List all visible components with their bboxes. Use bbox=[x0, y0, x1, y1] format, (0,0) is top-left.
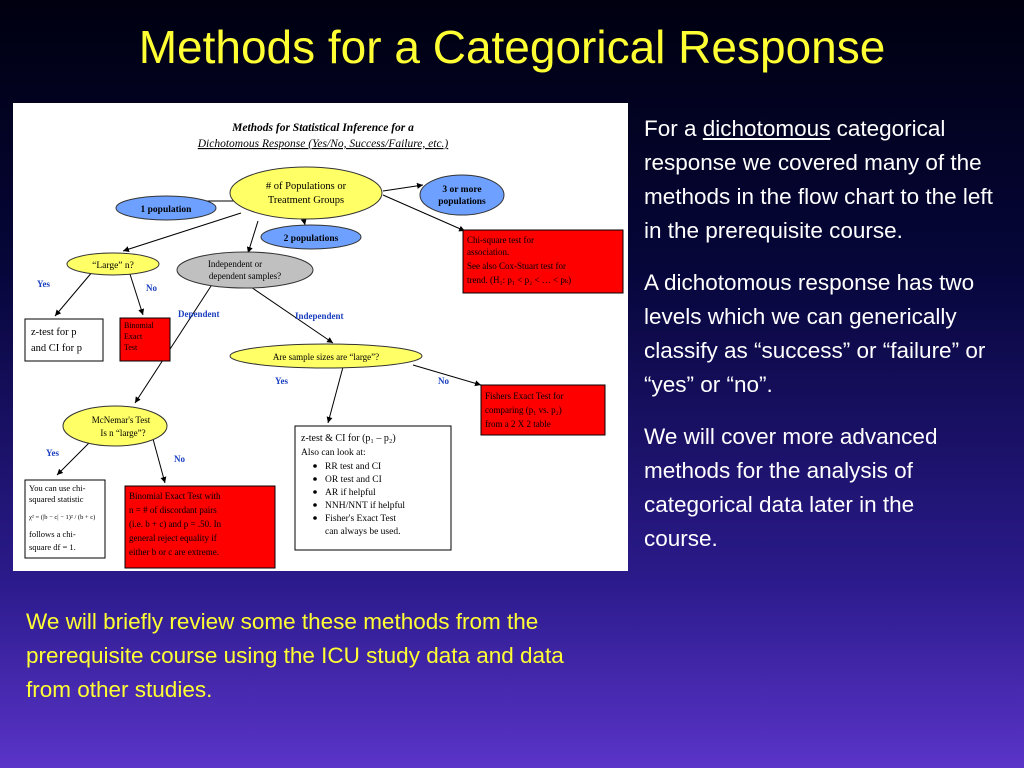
twosample-bullet bbox=[313, 503, 317, 507]
dichotomous-term: dichotomous bbox=[702, 116, 831, 141]
twosample-item: OR test and CI bbox=[325, 475, 382, 485]
chisq-line3: See also Cox-Stuart test for bbox=[467, 261, 566, 271]
slide-title: Methods for a Categorical Response bbox=[138, 21, 886, 73]
binexact-line5: either b or c are extreme. bbox=[129, 547, 219, 557]
binexact-line3: (i.e. b + c) and p = .50. In bbox=[129, 519, 222, 529]
bottom-paragraph: We will briefly review some these method… bbox=[26, 609, 564, 702]
binexact-line2: n = # of discordant pairs bbox=[129, 505, 217, 515]
binexact-line4: general reject equality if bbox=[129, 533, 217, 543]
mcnemar-yes: Yes bbox=[46, 448, 59, 458]
chisq-line1: Chi-square test for bbox=[467, 235, 534, 245]
flowchart-image: Methods for Statistical Inference for a … bbox=[13, 103, 628, 571]
indep-line2: dependent samples? bbox=[209, 271, 281, 281]
chisq2-formula: χ² = (|b − c| − 1)² / (b + c) bbox=[29, 514, 95, 521]
flowchart-title-line1: Methods for Statistical Inference for a bbox=[231, 122, 414, 134]
three-populations-line1: 3 or more bbox=[442, 185, 481, 195]
right-paragraph-2: A dichotomous response has two levels wh… bbox=[644, 270, 986, 397]
flowchart-title-line2: Dichotomous Response (Yes/No, Success/Fa… bbox=[197, 138, 449, 150]
mcnemar-line2: Is n “large”? bbox=[100, 428, 145, 438]
chisq-line4: trend. (H₁: p₁ < p₂ < … < pₖ) bbox=[467, 275, 571, 285]
right-text-column: For a dichotomous categorical response w… bbox=[644, 112, 994, 574]
populations-node-line1: # of Populations or bbox=[266, 181, 347, 192]
twosample-line1: z-test & CI for (p₁ – p₂) bbox=[301, 433, 396, 444]
three-populations-line2: populations bbox=[438, 197, 486, 207]
fisher-line2: comparing (p₁ vs. p₂) bbox=[485, 405, 562, 415]
twosample-bullet bbox=[313, 516, 317, 520]
binomial-line2: Exact bbox=[124, 332, 143, 341]
twosample-bullet bbox=[313, 490, 317, 494]
sample-no: No bbox=[438, 376, 449, 386]
twosample-item: AR if helpful bbox=[325, 487, 376, 498]
sample-large-node: Are sample sizes are “large”? bbox=[273, 352, 379, 362]
chisq2-line3: follows a chi- bbox=[29, 529, 76, 539]
chisq2-line4: square df = 1. bbox=[29, 542, 76, 552]
fisher-line3: from a 2 X 2 table bbox=[485, 419, 551, 429]
right-para1-rest: categorical response we covered many of … bbox=[644, 116, 993, 243]
two-populations-node: 2 populations bbox=[284, 234, 339, 244]
binomial-line3: Test bbox=[124, 343, 138, 352]
twosample-items: RR test and CI OR test and CI AR if helpfu… bbox=[313, 462, 405, 537]
twosample-item: can always be used. bbox=[325, 527, 400, 537]
large-n-no: No bbox=[146, 283, 157, 293]
dependent-label: Dependent bbox=[178, 309, 220, 319]
binexact-line1: Binomial Exact Test with bbox=[129, 491, 221, 501]
twosample-bullet bbox=[313, 464, 317, 468]
twosample-item: Fisher's Exact Test bbox=[325, 514, 396, 524]
sample-yes: Yes bbox=[275, 376, 288, 386]
one-population-node: 1 population bbox=[141, 205, 193, 215]
twosample-bullet bbox=[313, 477, 317, 481]
independent-label: Independent bbox=[295, 311, 344, 321]
binomial-line1: Binomial bbox=[124, 321, 155, 330]
chisq2-line1: You can use chi- bbox=[29, 483, 86, 493]
chisq-line2: association. bbox=[467, 247, 509, 257]
large-n-node: “Large” n? bbox=[92, 261, 134, 271]
right-para1-prefix: For a bbox=[644, 116, 703, 141]
right-paragraph-1: For a dichotomous categorical response w… bbox=[644, 112, 994, 248]
twosample-item: NNH/NNT if helpful bbox=[325, 500, 405, 511]
populations-node-line2: Treatment Groups bbox=[268, 195, 344, 206]
ztest-line1: z-test for p bbox=[31, 327, 76, 338]
mcnemar-no: No bbox=[174, 454, 185, 464]
twosample-item: RR test and CI bbox=[325, 462, 381, 472]
twosample-line2: Also can look at: bbox=[301, 448, 366, 458]
fisher-line1: Fishers Exact Test for bbox=[485, 391, 563, 401]
ztest-line2: and CI for p bbox=[31, 343, 82, 354]
chisq2-line2: squared statistic bbox=[29, 494, 84, 504]
right-paragraph-3: We will cover more advanced methods for … bbox=[644, 424, 938, 551]
mcnemar-line1: McNemar's Test bbox=[92, 415, 151, 425]
large-n-yes: Yes bbox=[37, 279, 50, 289]
indep-line1: Independent or bbox=[208, 259, 262, 269]
